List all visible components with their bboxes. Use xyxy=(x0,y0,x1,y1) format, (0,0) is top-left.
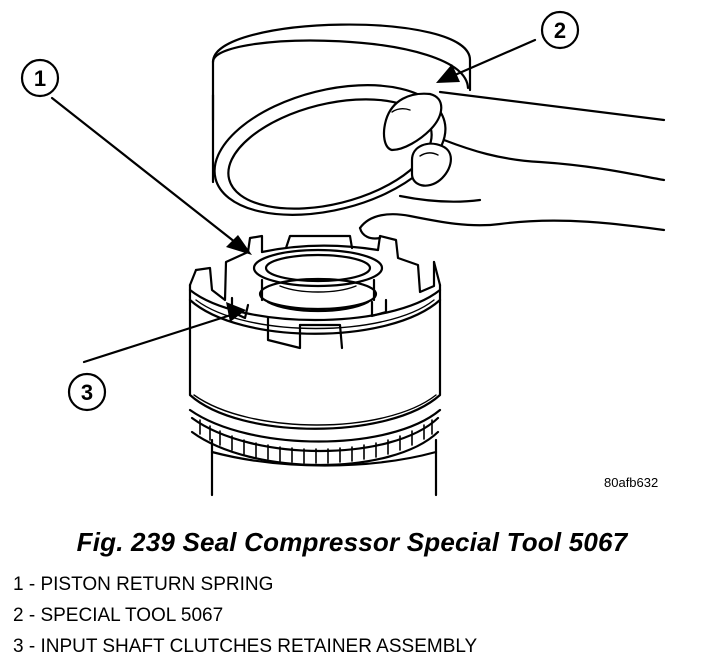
legend-item-2: 2 - SPECIAL TOOL 5067 xyxy=(13,605,224,626)
legend-item-1: 1 - PISTON RETURN SPRING xyxy=(13,574,274,595)
parts-legend: 1 - PISTON RETURN SPRING 2 - SPECIAL TOO… xyxy=(13,569,477,662)
lower-housing xyxy=(210,438,438,497)
callout-circle-1 xyxy=(20,58,60,98)
leader-line-2 xyxy=(436,38,537,83)
callout-label-3: 3 xyxy=(81,380,93,405)
figure-caption: Fig. 239 Seal Compressor Special Tool 50… xyxy=(76,527,628,557)
legend-item-3: 3 - INPUT SHAFT CLUTCHES RETAINER ASSEMB… xyxy=(13,636,478,657)
piston-return-spring xyxy=(252,234,384,313)
figure-code: 80afb632 xyxy=(604,475,659,490)
callout-label-2: 2 xyxy=(554,18,566,43)
technical-illustration: 1 2 3 xyxy=(20,10,666,497)
leader-line-1 xyxy=(50,96,252,255)
gear-ring xyxy=(188,408,442,466)
callout-circle-3 xyxy=(67,372,107,412)
leader-line-3 xyxy=(82,302,246,364)
callout-circle-2 xyxy=(540,10,580,50)
clutch-retainer-drum xyxy=(188,234,442,430)
callout-label-1: 1 xyxy=(34,66,46,91)
hand xyxy=(358,90,666,240)
